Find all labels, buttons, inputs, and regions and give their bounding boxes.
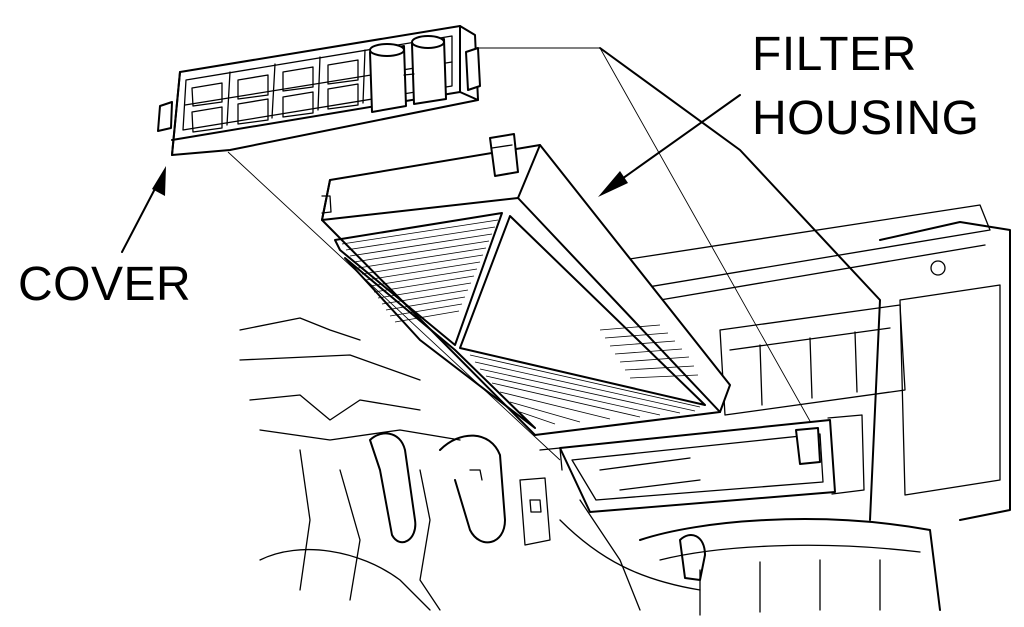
cover-arrowhead bbox=[152, 166, 166, 196]
projection-lines bbox=[227, 47, 816, 461]
cover-label: COVER bbox=[18, 258, 191, 311]
leader-arrows bbox=[121, 94, 741, 253]
filter-media-hatch bbox=[341, 219, 701, 425]
filter-housing-label-line1: FILTER bbox=[752, 28, 917, 81]
callout-labels: FILTER HOUSING COVER bbox=[18, 28, 980, 311]
filter-slot bbox=[539, 414, 865, 513]
dashboard-structure bbox=[239, 47, 1011, 616]
filter-housing-label-line2: HOUSING bbox=[752, 92, 980, 145]
filter-housing bbox=[321, 133, 731, 436]
filter-housing-arrowhead bbox=[598, 171, 628, 197]
cover-part bbox=[157, 25, 481, 156]
cover-leader-line bbox=[121, 182, 159, 253]
filter-housing-leader-line bbox=[611, 94, 741, 187]
